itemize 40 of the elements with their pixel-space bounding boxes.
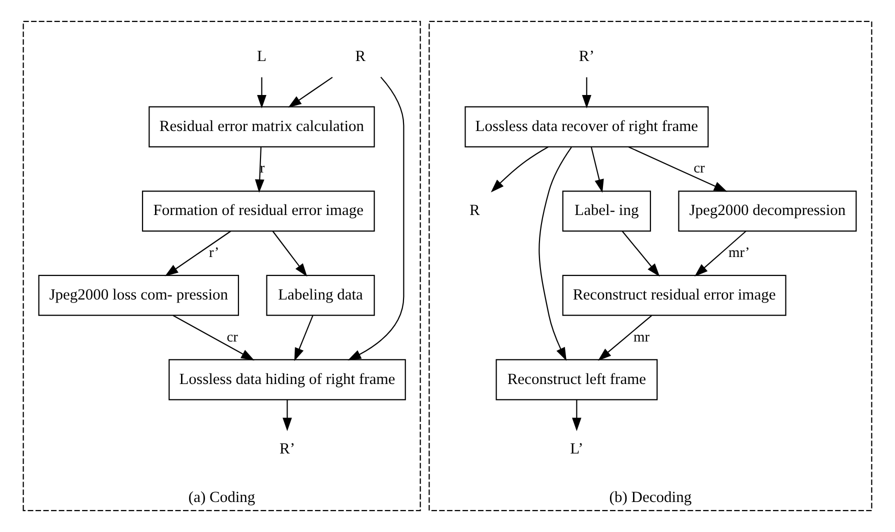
edge-label: mr’	[728, 245, 750, 262]
arrow	[288, 76, 333, 108]
arrow	[255, 146, 264, 193]
node-box: Labeling data	[266, 274, 375, 316]
arrow	[172, 315, 254, 360]
edge-label: cr	[694, 160, 705, 177]
node-box: Reconstruct left frame	[496, 359, 658, 400]
arrow	[694, 230, 746, 276]
arrow	[622, 230, 660, 277]
arrow	[257, 77, 266, 108]
node-box: Lossless data recover of right frame	[464, 106, 709, 148]
arrow	[490, 146, 549, 192]
node-text: L’	[570, 440, 584, 458]
node-box: Formation of residual error image	[142, 190, 375, 232]
edge-label: r	[260, 160, 265, 177]
arrow	[348, 76, 404, 360]
node-text: R	[355, 48, 366, 66]
node-box: Jpeg2000 decompression	[678, 190, 857, 232]
node-text: R	[469, 202, 480, 220]
arrow	[282, 400, 292, 432]
arrow	[572, 400, 582, 432]
arrow	[590, 146, 604, 193]
arrow	[272, 230, 308, 277]
edge-label: cr	[226, 329, 238, 346]
node-text: R’	[279, 440, 296, 458]
arrow	[294, 315, 314, 362]
arrow	[538, 146, 572, 361]
edge-label: r’	[208, 245, 220, 262]
node-box: Residual error matrix calculation	[148, 106, 375, 148]
node-box: Lossless data hiding of right frame	[168, 359, 406, 400]
node-box: Reconstruct residual error image	[562, 274, 786, 316]
arrow	[598, 315, 652, 361]
arrow	[582, 77, 592, 108]
arrow	[628, 146, 728, 192]
edge-label: mr	[634, 329, 650, 346]
node-box: Jpeg2000 loss com- pression	[38, 274, 240, 316]
arrow	[164, 230, 231, 276]
node-box: Label- ing	[562, 190, 651, 232]
node-text: L	[257, 48, 266, 66]
node-text: R’	[578, 48, 594, 66]
